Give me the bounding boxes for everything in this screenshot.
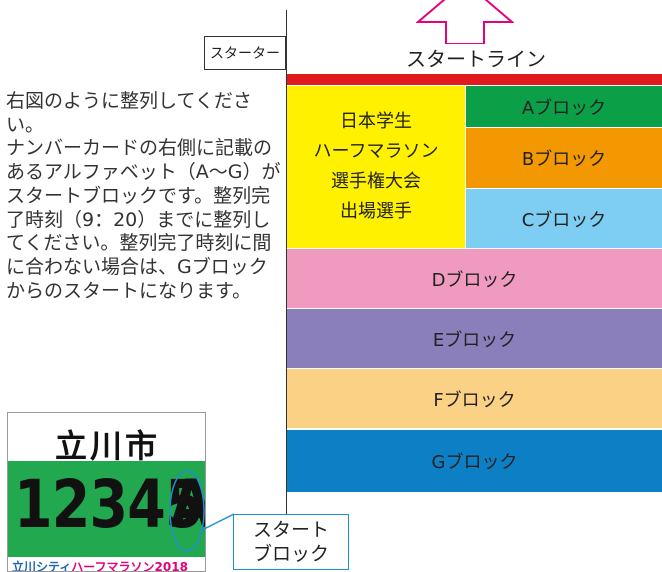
block-e: Eブロック [287,309,662,368]
bib-footer-prefix: 立川シティ [12,560,72,572]
elite-line-2: ハーフマラソン [313,141,439,162]
bib-footer-suffix: ハーフマラソン2018 [71,560,188,572]
callout-line-2: ブロック [252,543,329,565]
bib-city: 立川市 [54,427,160,465]
bib-block-letter: A [170,461,205,549]
starter-label: スターター [204,36,286,70]
elite-runners-block: 日本学生 ハーフマラソン 選手権大会 出場選手 [287,86,465,248]
start-line-label: スタートライン [406,47,546,71]
block-c: Cブロック [466,189,662,248]
bib-footer: 立川シティハーフマラソン2018 [12,558,188,572]
block-g: Gブロック [287,430,662,492]
block-a: Aブロック [466,86,662,127]
starter-divider-line [286,10,287,518]
block-f: Fブロック [287,369,662,428]
elite-line-3: 選手権大会 [331,171,421,192]
start-block-callout: スタート ブロック [233,514,349,570]
start-line [287,74,662,85]
elite-line-1: 日本学生 [340,111,412,132]
elite-line-4: 出場選手 [340,201,412,222]
instructions-paragraph: 右図のように整列してください。 ナンバーカードの右側に記載のあるアルファベット（… [6,90,281,302]
block-letter-highlight [169,470,235,552]
block-d: Dブロック [287,249,662,308]
callout-line-1: スタート [252,519,329,541]
block-b: Bブロック [466,128,662,188]
up-arrow-icon [416,0,514,44]
instructions-text: 右図のように整列してください。 ナンバーカードの右側に記載のあるアルファベット（… [6,90,282,303]
